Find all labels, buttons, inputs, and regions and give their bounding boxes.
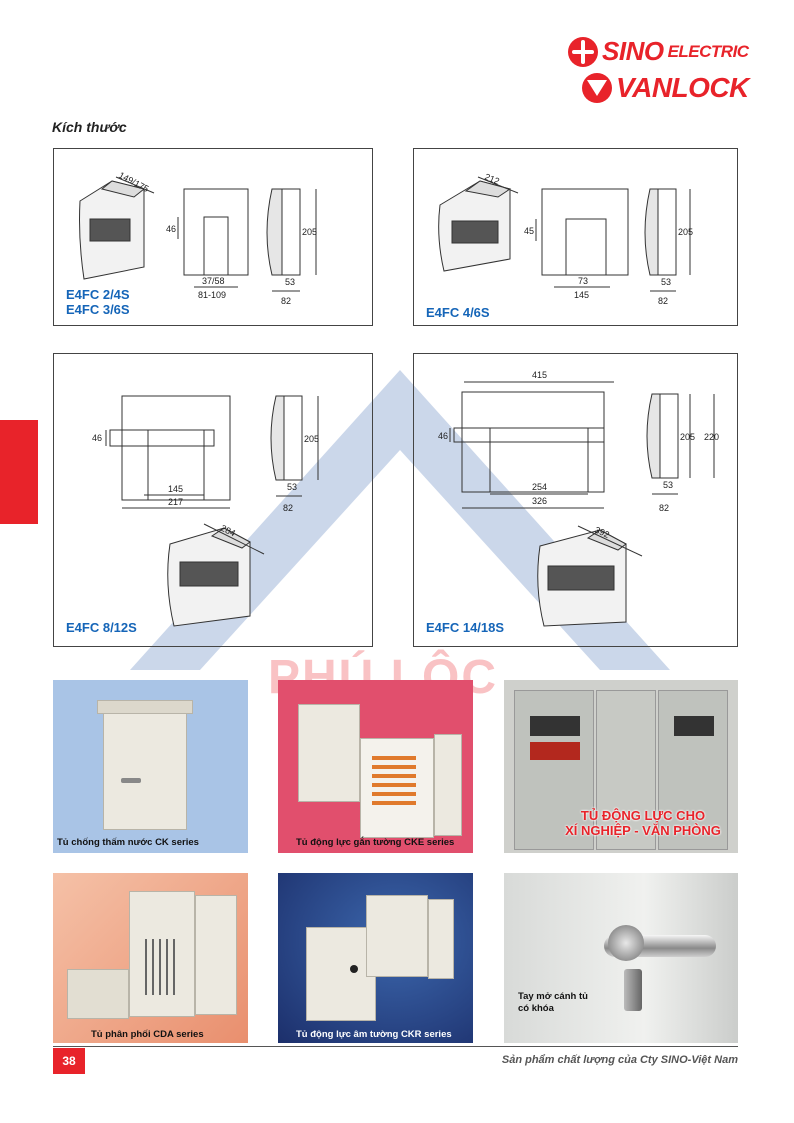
photo-ckr-series: Tủ động lực âm tường CKR series <box>278 873 473 1043</box>
panel-2-dim-outer-w: 145 <box>574 290 589 300</box>
vanlock-logo: VANLOCK <box>582 72 749 104</box>
cabinet-image <box>298 704 360 802</box>
open-cabinet-image <box>366 895 428 977</box>
panel-3-dim-depth-out: 82 <box>283 503 293 513</box>
section-title: Kích thước <box>52 119 127 135</box>
caption-cke-series: Tủ động lực gắn tường CKE series <box>296 837 455 848</box>
panel-2-drawing: 212 45 73 145 205 53 82 <box>438 172 693 306</box>
panel-3-dim-outer-w: 217 <box>168 497 183 507</box>
photo-ck-series: Tủ chống thấm nước CK series <box>53 680 248 853</box>
enclosure-box <box>67 969 129 1019</box>
dimension-panel-1: 149/175 46 37/58 81-109 205 53 82 E4FC 2… <box>53 148 373 326</box>
panel-2-dim-h-small: 45 <box>524 226 534 236</box>
breaker-strip <box>145 939 175 995</box>
dimension-panel-3: 46 145 217 205 53 82 284 E4FC 8/12S <box>53 353 373 647</box>
cabinet-roof <box>97 700 193 714</box>
brand-sino: SINO <box>602 36 664 66</box>
lock-icon <box>350 965 358 973</box>
panel-2-dim-depth-out: 82 <box>658 296 668 306</box>
caption-factory-line1: TỦ ĐỘNG LỰC CHO <box>580 808 706 823</box>
caption-ck-series: Tủ chống thấm nước CK series <box>57 837 199 848</box>
key-icon <box>624 969 642 1011</box>
cabinet-door <box>428 899 454 979</box>
globe-icon <box>568 36 598 67</box>
panel-4-dim-depth-in: 53 <box>663 480 673 490</box>
lock-cylinder-icon <box>608 925 644 961</box>
panel-2-dim-inner-w: 73 <box>578 276 588 286</box>
side-tab-marker <box>0 420 38 524</box>
sino-logo: SINO ELECTRIC <box>568 36 749 67</box>
footer-divider <box>53 1046 738 1047</box>
panel-1-dim-depth-out: 82 <box>281 296 291 306</box>
caption-factory-panels: TỦ ĐỘNG LỰC CHO XÍ NGHIỆP - VĂN PHÒNG <box>558 808 728 838</box>
photo-factory-panels: TỦ ĐỘNG LỰC CHO XÍ NGHIỆP - VĂN PHÒNG <box>504 680 738 853</box>
photo-lock-handle: Tay mở cánh tủ có khóa <box>504 873 738 1043</box>
panel-3-dim-inner-w: 145 <box>168 484 183 494</box>
handle-icon <box>121 778 141 783</box>
page-number: 38 <box>53 1048 85 1074</box>
brand-vanlock: VANLOCK <box>616 72 749 103</box>
panel-1-models: E4FC 2/4S E4FC 3/6S <box>66 287 130 317</box>
panel-1-dim-inner-w: 37/58 <box>202 276 225 286</box>
panel-3-dim-depth-in: 53 <box>287 482 297 492</box>
cabinet-door <box>434 734 462 836</box>
panel-2-dim-height: 205 <box>678 227 693 237</box>
caption-lock-line2: có khóa <box>518 1003 554 1014</box>
panel-1-drawing: 149/175 46 37/58 81-109 205 53 82 <box>79 170 317 306</box>
caption-factory-line2: XÍ NGHIỆP - VĂN PHÒNG <box>565 823 721 838</box>
breaker-row-2 <box>530 742 580 760</box>
panel-3-dim-height: 205 <box>304 434 319 444</box>
panel-4-dim-height-2: 220 <box>704 432 719 442</box>
panel-3-model: E4FC 8/12S <box>66 620 137 635</box>
caption-cda-series: Tủ phân phối CDA series <box>91 1029 204 1040</box>
breaker-row-3 <box>674 716 714 736</box>
dimension-panel-4: 415 46 254 326 205 220 53 82 392 E4FC 14… <box>413 353 738 647</box>
dimension-panel-2: 212 45 73 145 205 53 82 E4FC 4/6S <box>413 148 738 326</box>
panel-3-drawing: 46 145 217 205 53 82 284 <box>92 395 319 627</box>
watermark-triangle <box>130 370 670 670</box>
panel-4-drawing: 415 46 254 326 205 220 53 82 392 <box>438 370 719 627</box>
caption-ckr-series: Tủ động lực âm tường CKR series <box>296 1029 452 1040</box>
brand-electric: ELECTRIC <box>667 41 750 61</box>
panel-1-model-b: E4FC 3/6S <box>66 302 130 317</box>
vanlock-emblem-icon <box>582 73 612 103</box>
panel-4-dim-top: 415 <box>532 370 547 380</box>
panel-4-dim-inner-w: 254 <box>532 482 547 492</box>
panel-1-dim-height: 205 <box>302 227 317 237</box>
footer-text: Sản phẩm chất lượng của Cty SINO-Việt Na… <box>501 1054 738 1066</box>
caption-lock-handle: Tay mở cánh tủ có khóa <box>518 991 608 1015</box>
panel-1-dim-depth-in: 53 <box>285 277 295 287</box>
breaker-row <box>530 716 580 736</box>
panel-2-model: E4FC 4/6S <box>426 305 490 320</box>
panel-4-dim-h-small: 46 <box>438 431 448 441</box>
panel-4-model: E4FC 14/18S <box>426 620 505 635</box>
cabinet-image <box>306 927 376 1021</box>
caption-lock-line1: Tay mở cánh tủ <box>518 991 588 1002</box>
cabinet-door <box>195 895 237 1015</box>
panel-1-model-a: E4FC 2/4S <box>66 287 130 302</box>
terminal-block <box>372 756 416 810</box>
panel-2-dim-depth-in: 53 <box>661 277 671 287</box>
panel-4-dim-outer-w: 326 <box>532 496 547 506</box>
photo-cke-series: Tủ động lực gắn tường CKE series <box>278 680 473 853</box>
panel-4-dim-depth-out: 82 <box>659 503 669 513</box>
company-logo: SINO ELECTRIC VANLOCK <box>560 34 749 106</box>
photo-cda-series: Tủ phân phối CDA series <box>53 873 248 1043</box>
panel-cabinet-center <box>596 690 656 850</box>
panel-3-dim-h-small: 46 <box>92 433 102 443</box>
panel-4-dim-height: 205 <box>680 432 695 442</box>
panel-1-dim-outer-w: 81-109 <box>198 290 226 300</box>
cabinet-image <box>103 710 187 830</box>
panel-1-dim-h-small: 46 <box>166 224 176 234</box>
